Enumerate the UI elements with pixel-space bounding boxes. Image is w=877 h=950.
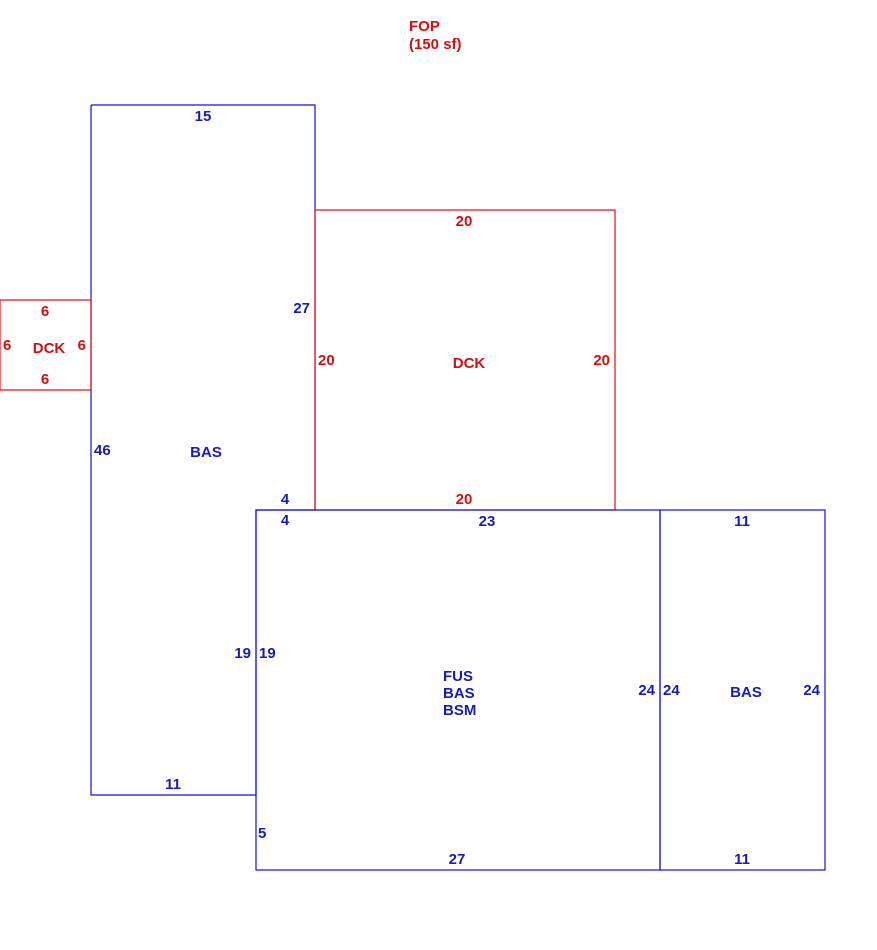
dck-large-area-code: DCK bbox=[453, 355, 486, 372]
dck-small-outline bbox=[0, 299, 92, 391]
bas-main-bottom-dimension: 11 bbox=[165, 776, 181, 793]
fop-label: FOP bbox=[409, 18, 440, 35]
bas-east-bottom-dimension: 11 bbox=[734, 851, 750, 868]
dck-large-bottom-dimension: 20 bbox=[456, 491, 473, 508]
fop-note: FOP (150 sf) bbox=[409, 18, 462, 53]
bas-east-outline bbox=[659, 509, 826, 871]
fus-block-code-fus: FUS bbox=[443, 668, 473, 685]
bas-east-left-dimension: 24 bbox=[663, 682, 680, 699]
dck-large-left-dimension: 20 bbox=[318, 352, 335, 369]
fus-block-left-lower-dimension: 5 bbox=[258, 825, 266, 842]
dck-small-right-dimension: 6 bbox=[78, 337, 86, 354]
bas-main-top-dimension: 15 bbox=[195, 108, 212, 125]
fus-block-left-dimension: 19 bbox=[259, 645, 276, 662]
dck-large-right-dimension: 20 bbox=[593, 352, 610, 369]
dck-small-bottom-dimension: 6 bbox=[41, 371, 49, 388]
dck-small-section: 6 6 DCK 6 6 bbox=[0, 299, 92, 391]
dck-small-left-dimension: 6 bbox=[3, 337, 11, 354]
fus-block-section: 4 23 19 FUS BAS BSM 24 5 27 bbox=[255, 509, 661, 871]
dck-large-top-dimension: 20 bbox=[456, 213, 473, 230]
bas-main-right-upper-dimension: 27 bbox=[293, 300, 310, 317]
fus-block-code-bas: BAS bbox=[443, 685, 475, 702]
dck-small-top-dimension: 6 bbox=[41, 303, 49, 320]
fop-area-label: (150 sf) bbox=[409, 36, 462, 53]
fus-block-right-dimension: 24 bbox=[638, 682, 655, 699]
bas-main-step-dimension: 4 bbox=[281, 491, 290, 508]
bas-main-right-lower-dimension: 19 bbox=[234, 645, 251, 662]
bas-main-left-dimension: 46 bbox=[94, 442, 111, 459]
bas-east-section: 11 24 BAS 24 11 bbox=[659, 509, 826, 871]
bas-main-section: 15 27 46 BAS 4 19 11 bbox=[90, 104, 316, 796]
bas-east-right-dimension: 24 bbox=[803, 682, 820, 699]
dck-large-section: 20 20 DCK 20 20 bbox=[314, 209, 616, 511]
fus-block-top-dimension: 23 bbox=[479, 513, 496, 530]
bas-main-area-code: BAS bbox=[190, 444, 222, 461]
fus-block-step-dimension: 4 bbox=[281, 512, 290, 529]
fus-block-bottom-dimension: 27 bbox=[449, 851, 466, 868]
bas-east-top-dimension: 11 bbox=[734, 513, 750, 530]
bas-east-area-code: BAS bbox=[730, 684, 762, 701]
fus-block-code-bsm: BSM bbox=[443, 702, 476, 719]
dck-small-area-code: DCK bbox=[33, 340, 66, 357]
